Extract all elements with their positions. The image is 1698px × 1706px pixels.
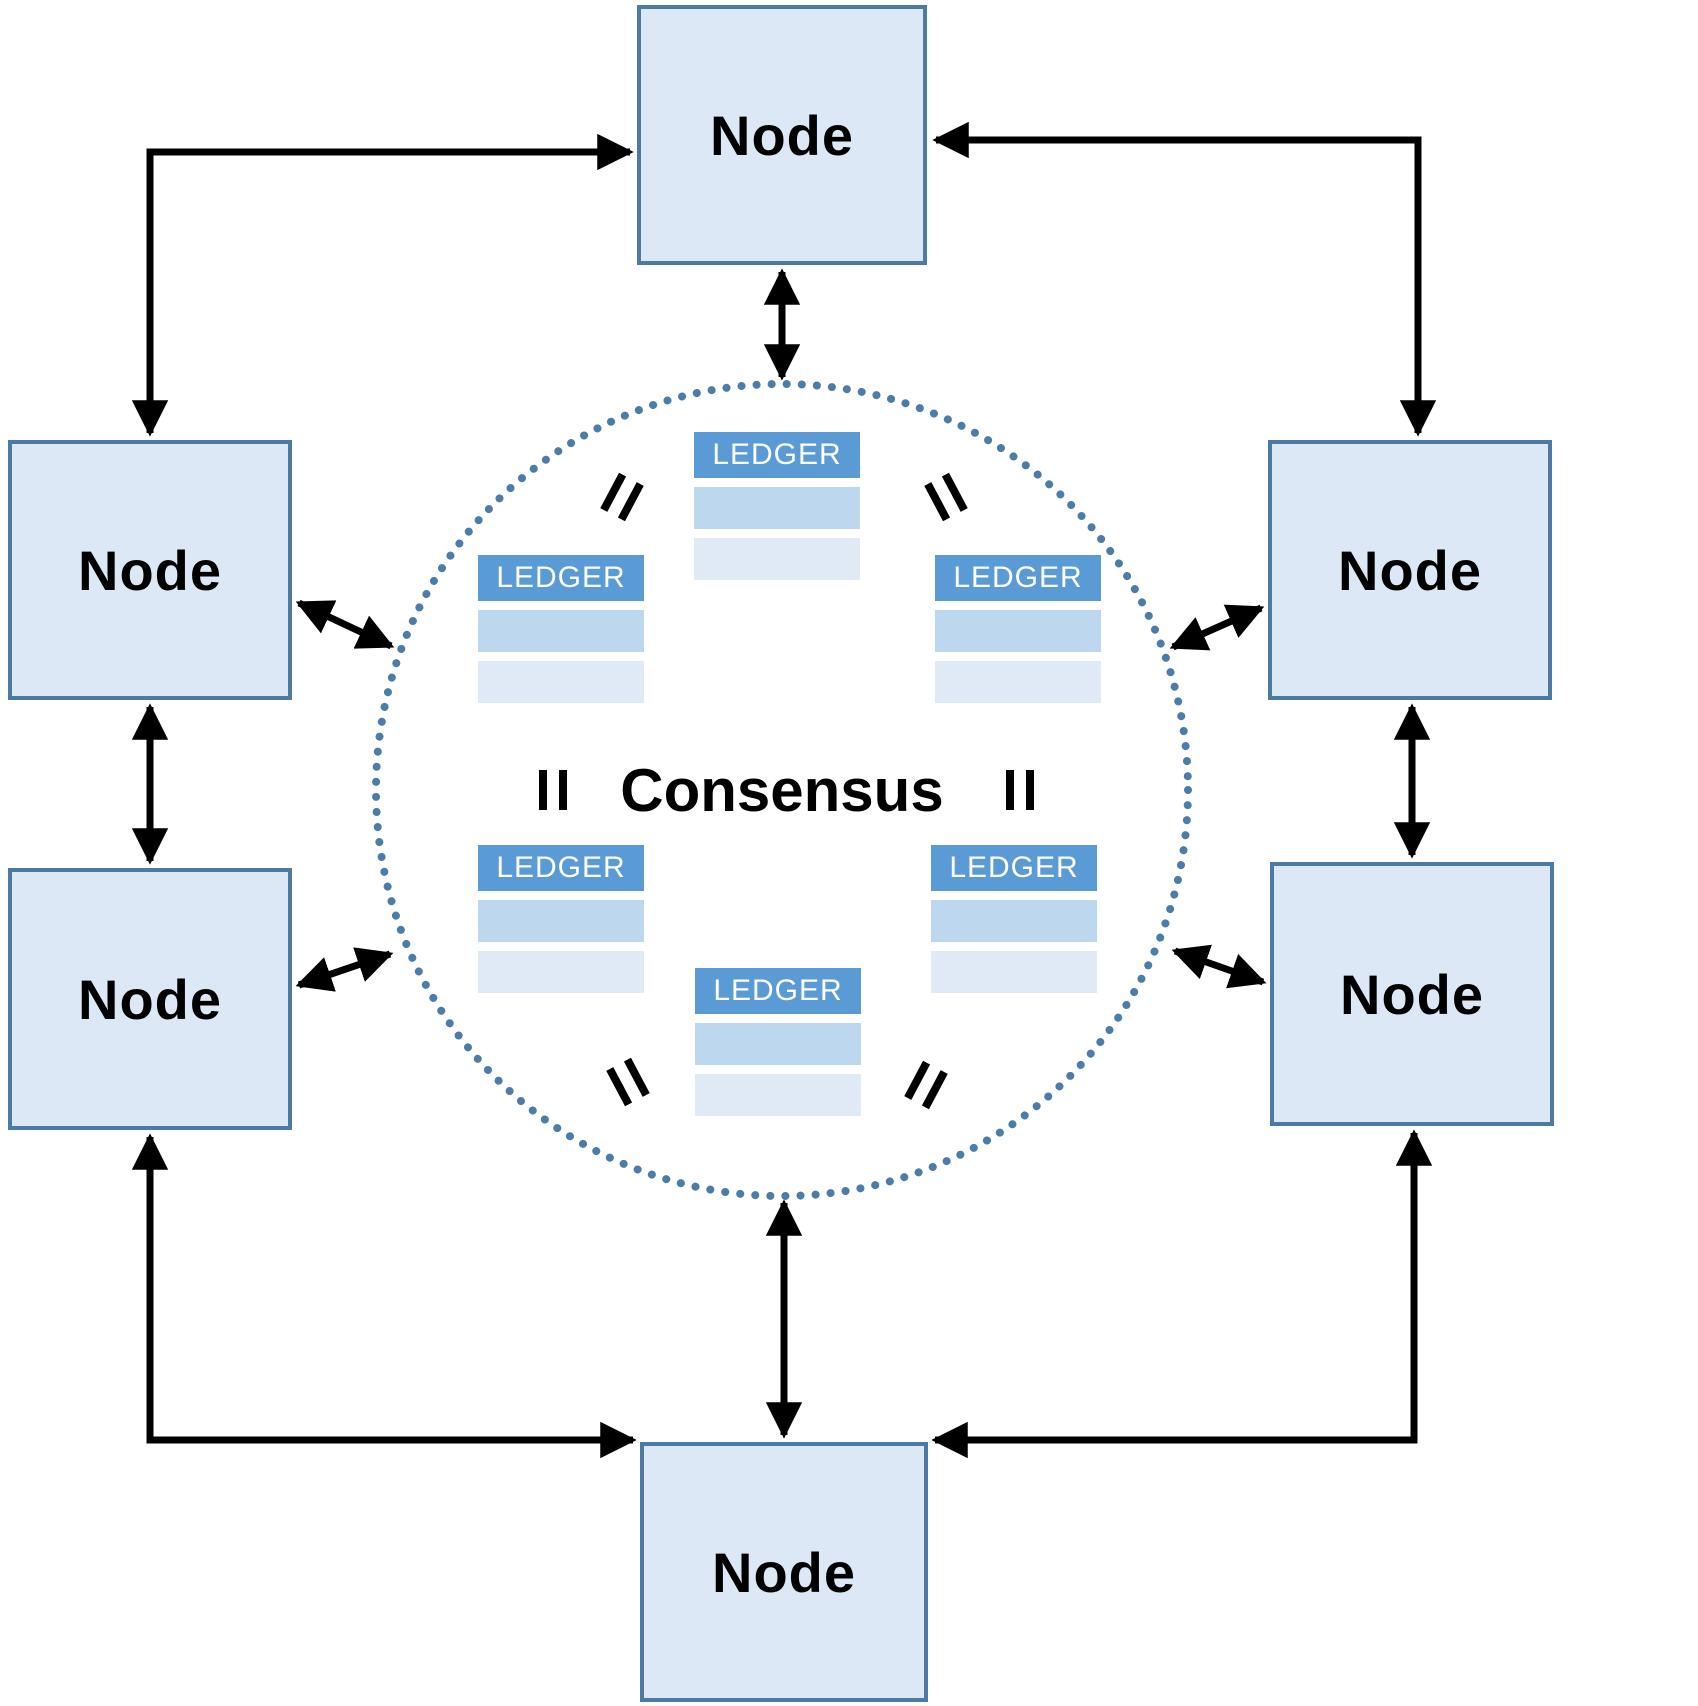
equals-bar xyxy=(559,770,567,810)
ledger-header: LEDGER xyxy=(695,968,861,1014)
node-label: Node xyxy=(1338,538,1482,602)
arrow-bottomnode-rightlower xyxy=(931,1129,1433,1459)
ledger-lower-left: LEDGER xyxy=(478,845,644,993)
ledger-row xyxy=(694,538,860,580)
ledger-upper-right: LEDGER xyxy=(935,555,1101,703)
ledger-header: LEDGER xyxy=(935,555,1101,601)
node-label: Node xyxy=(1340,962,1484,1026)
consensus-title: Consensus xyxy=(620,757,944,824)
ledger-row xyxy=(478,610,644,652)
ledger-header: LEDGER xyxy=(478,845,644,891)
ledger-row xyxy=(931,951,1097,993)
node-label: Node xyxy=(710,103,854,167)
node-bottom: Node xyxy=(640,1442,928,1702)
equals-bar xyxy=(1026,770,1034,810)
node-right-lower: Node xyxy=(1270,862,1554,1126)
ledger-top: LEDGER xyxy=(694,432,860,580)
ledger-header: LEDGER xyxy=(694,432,860,478)
ledger-row xyxy=(695,1023,861,1065)
node-left-upper: Node xyxy=(8,440,292,700)
node-label: Node xyxy=(712,1540,856,1604)
ledger-row xyxy=(478,951,644,993)
arrow-leftupper-topnode xyxy=(131,133,634,437)
ledger-row xyxy=(478,661,644,703)
node-top: Node xyxy=(637,5,927,265)
ledger-row xyxy=(935,610,1101,652)
ledger-upper-left: LEDGER xyxy=(478,555,644,703)
ledger-row xyxy=(931,900,1097,942)
arrow-rightlower-circle xyxy=(1171,944,1267,989)
equals-icon xyxy=(1006,770,1034,810)
ledger-row xyxy=(694,487,860,529)
arrow-topnode-rightupper xyxy=(932,121,1437,437)
ledger-row xyxy=(695,1074,861,1116)
ledger-lower-right: LEDGER xyxy=(931,845,1097,993)
ledger-bottom: LEDGER xyxy=(695,968,861,1116)
node-right-upper: Node xyxy=(1268,440,1552,700)
ledger-header: LEDGER xyxy=(931,845,1097,891)
node-label: Node xyxy=(78,967,222,1031)
equals-icon xyxy=(539,770,567,810)
node-label: Node xyxy=(78,538,222,602)
consensus-circle-border xyxy=(372,380,1192,1200)
ledger-row xyxy=(478,900,644,942)
equals-bar xyxy=(1006,770,1014,810)
ledger-header: LEDGER xyxy=(478,555,644,601)
equals-bar xyxy=(539,770,547,810)
node-left-lower: Node xyxy=(8,868,292,1130)
arrow-leftlower-bottomnode xyxy=(131,1133,637,1459)
arrow-leftupper-circle xyxy=(295,599,395,650)
arrow-leftlower-circle xyxy=(295,947,394,992)
ledger-row xyxy=(935,661,1101,703)
arrow-rightupper-circle xyxy=(1169,604,1265,651)
